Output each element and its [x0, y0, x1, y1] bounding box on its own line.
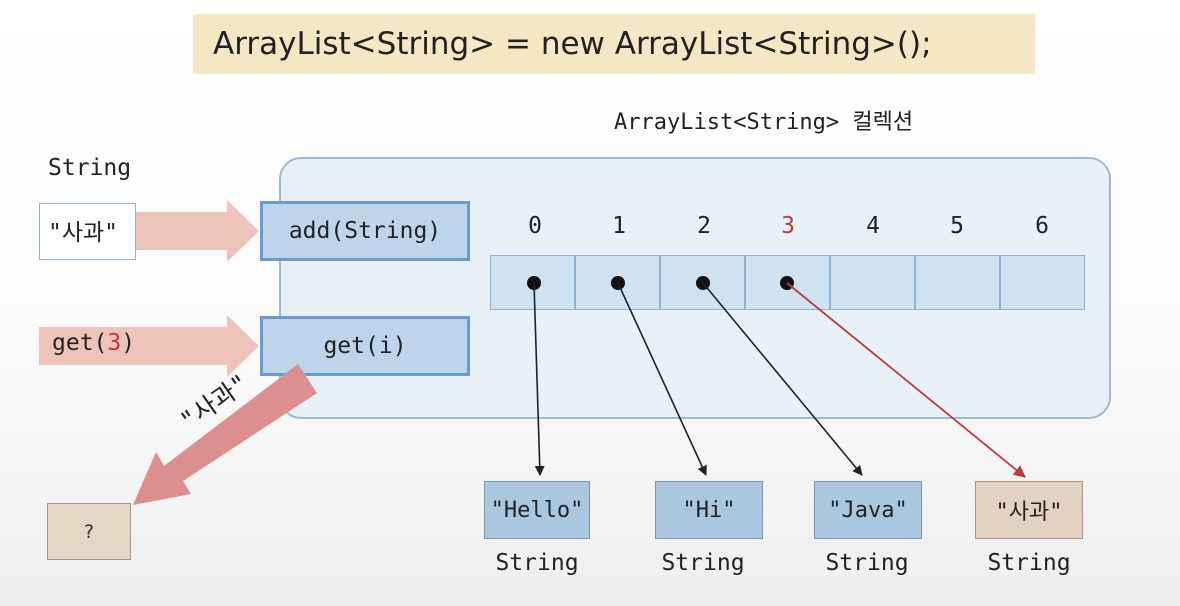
collection-title: ArrayList<String> 컬렉션	[614, 110, 914, 135]
index-label-0: 0	[528, 213, 542, 239]
array-slot-6	[1000, 255, 1085, 310]
string-type-label: String	[48, 155, 132, 181]
string-type-label-2: String	[825, 550, 909, 576]
string-object-hi: "Hi"	[655, 481, 763, 539]
string-object-apple: "사과"	[975, 481, 1083, 539]
index-label-1: 1	[612, 213, 626, 239]
reference-arrow-3	[786, 282, 1026, 478]
string-type-label-0: String	[495, 550, 579, 576]
array-slot-0	[490, 255, 575, 310]
get-call-index: 3	[107, 330, 122, 356]
array-slot-4	[830, 255, 915, 310]
reference-arrow-2	[702, 282, 863, 476]
get-call-suffix: )	[121, 330, 136, 356]
string-type-label-1: String	[661, 550, 745, 576]
get-call-label: get(3)	[52, 330, 135, 356]
index-label-3: 3	[781, 213, 795, 239]
return-arrow	[133, 364, 317, 505]
array-slot-5	[915, 255, 1000, 310]
code-banner: ArrayList<String> = new ArrayList<String…	[193, 14, 1035, 74]
index-label-6: 6	[1035, 213, 1049, 239]
input-string-label: "사과"	[48, 220, 119, 246]
get-input-arrow	[39, 315, 259, 377]
reference-arrow-0	[533, 282, 545, 476]
add-method-box: add(String)	[260, 201, 470, 261]
index-label-2: 2	[697, 213, 711, 239]
get-method-box: get(i)	[260, 316, 470, 376]
index-label-4: 4	[866, 213, 880, 239]
reference-arrow-1	[617, 282, 707, 476]
string-object-hello: "Hello"	[484, 481, 590, 539]
string-object-java: "Java"	[814, 481, 922, 539]
index-label-5: 5	[950, 213, 964, 239]
string-type-label-3: String	[987, 550, 1071, 576]
input-string-box	[39, 203, 136, 260]
result-box: ?	[47, 503, 131, 560]
get-call-prefix: get(	[52, 330, 108, 356]
